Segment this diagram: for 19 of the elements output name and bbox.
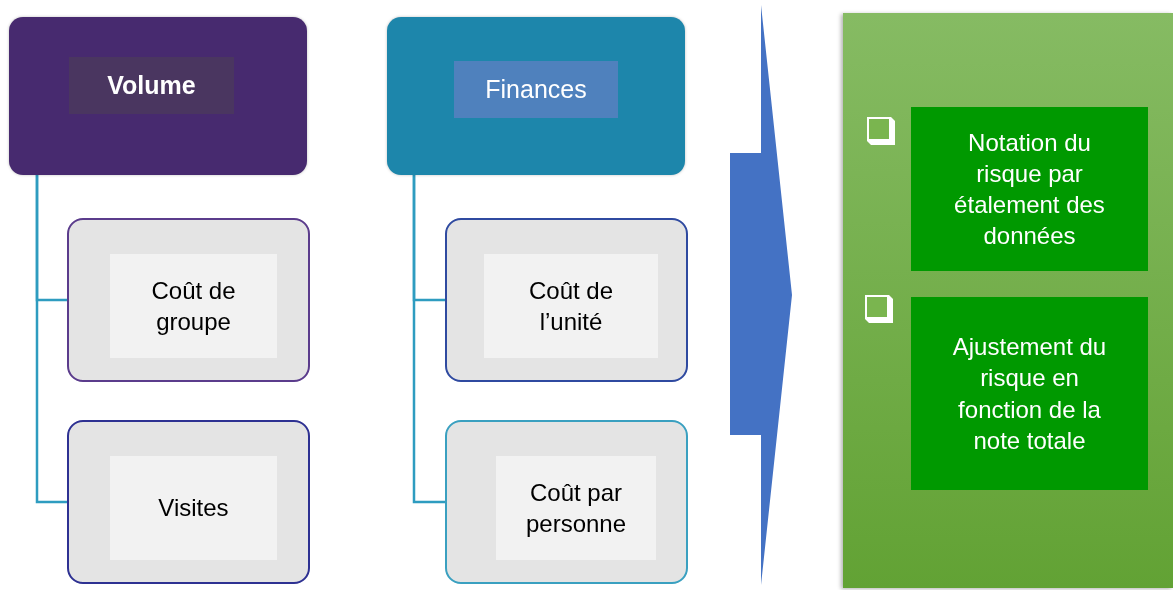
step-box bbox=[911, 297, 1148, 490]
category-header-box bbox=[387, 17, 685, 175]
metric-card bbox=[67, 218, 310, 382]
category-title: Finances bbox=[454, 61, 618, 118]
metric-card bbox=[445, 420, 688, 584]
metric-label: Coût de groupe bbox=[110, 254, 277, 358]
step-text: Ajustement du risque en fonction de la note totale bbox=[951, 332, 1108, 456]
step-text: Notation du risque par étalement des données bbox=[953, 127, 1106, 252]
metric-label: Coût par personne bbox=[496, 456, 656, 560]
step-box bbox=[911, 107, 1148, 271]
result-panel bbox=[843, 13, 1173, 588]
metric-card bbox=[445, 218, 688, 382]
metric-label: Visites bbox=[110, 456, 277, 560]
metric-label: Coût de l’unité bbox=[484, 254, 658, 358]
category-header-box bbox=[9, 17, 307, 175]
category-title: Volume bbox=[69, 57, 234, 114]
metric-card bbox=[67, 420, 310, 584]
tree-connector bbox=[35, 175, 67, 504]
tree-connector bbox=[412, 175, 445, 504]
